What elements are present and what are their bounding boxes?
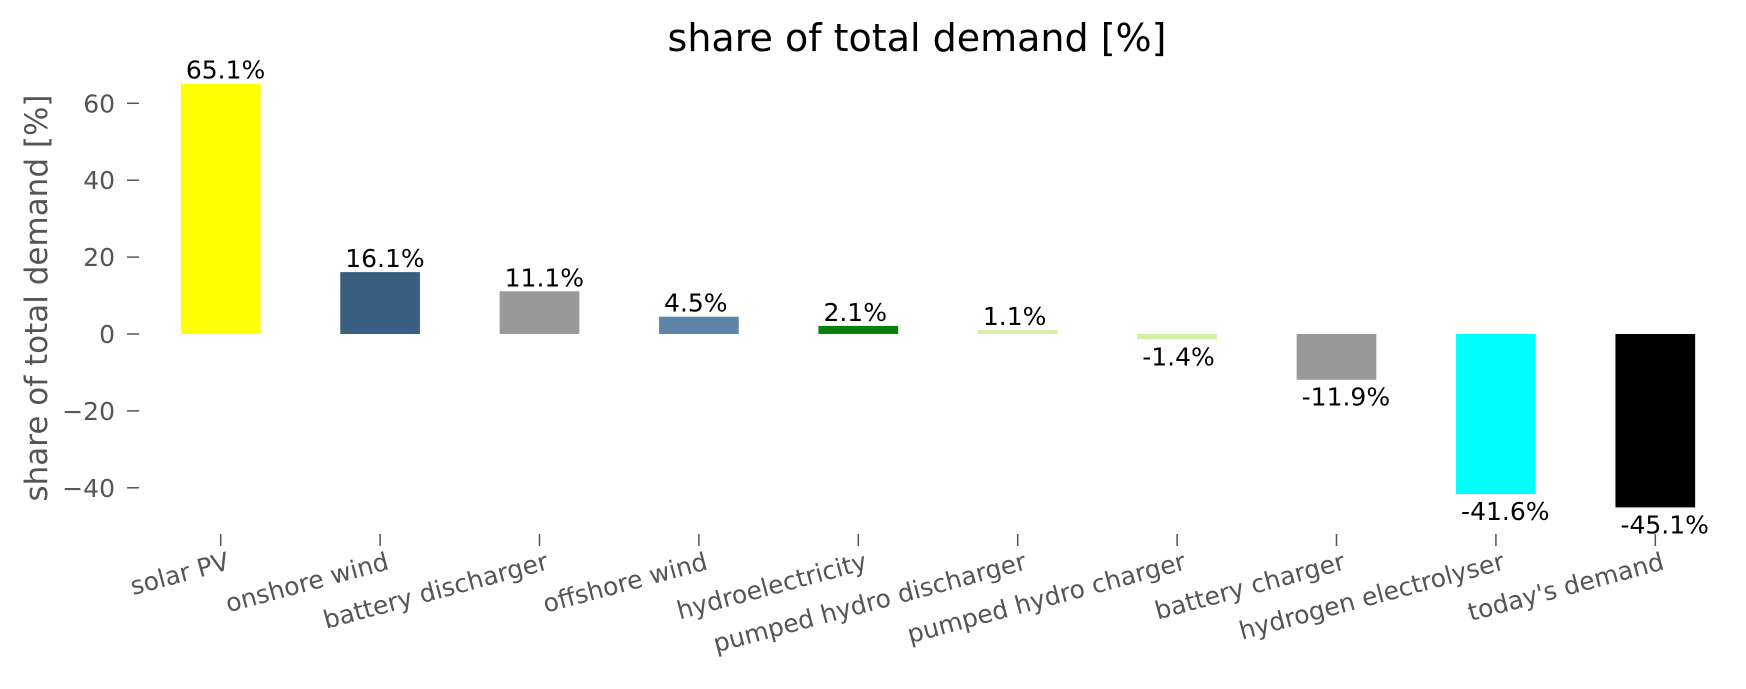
y-tick-label: 20: [83, 243, 115, 272]
data-label: 1.1%: [983, 302, 1047, 331]
y-tick-label: 60: [83, 89, 115, 118]
bar: [1615, 333, 1696, 508]
y-tick-label: −20: [62, 397, 115, 426]
bar: [659, 316, 739, 334]
y-tick-label: 40: [83, 166, 115, 195]
x-tick-label: solar PV: [127, 547, 232, 601]
y-tick-label: 0: [99, 320, 115, 349]
data-label: -11.9%: [1302, 383, 1390, 412]
y-axis-label: share of total demand [%]: [19, 94, 55, 501]
bar: [1456, 333, 1536, 494]
data-label: -41.6%: [1461, 497, 1549, 526]
data-label: -45.1%: [1620, 510, 1708, 539]
y-axis: −40 −20 0 20 40 60: [62, 89, 139, 503]
bar: [340, 272, 420, 334]
bar: [499, 291, 580, 334]
bar: [1296, 333, 1377, 380]
chart-title: share of total demand [%]: [668, 16, 1167, 60]
data-label: -1.4%: [1142, 342, 1215, 371]
bar: [1137, 333, 1217, 340]
data-label: 16.1%: [345, 244, 424, 273]
bar: [977, 329, 1058, 334]
data-label: 11.1%: [505, 263, 584, 292]
x-tick-label: hydrogen electrolyser: [1236, 547, 1508, 646]
data-label: 4.5%: [664, 289, 728, 318]
bars: [180, 83, 1696, 508]
bar: [818, 325, 899, 334]
y-tick-label: −40: [62, 474, 115, 503]
data-label: 65.1%: [186, 56, 265, 85]
data-label: 2.1%: [823, 298, 887, 327]
x-tick-label: pumped hydro charger: [904, 547, 1189, 649]
value-labels: 65.1% 16.1% 11.1% 4.5% 2.1% 1.1% -1.4% -11.9% -4…: [186, 56, 1709, 540]
bar: [180, 83, 261, 334]
